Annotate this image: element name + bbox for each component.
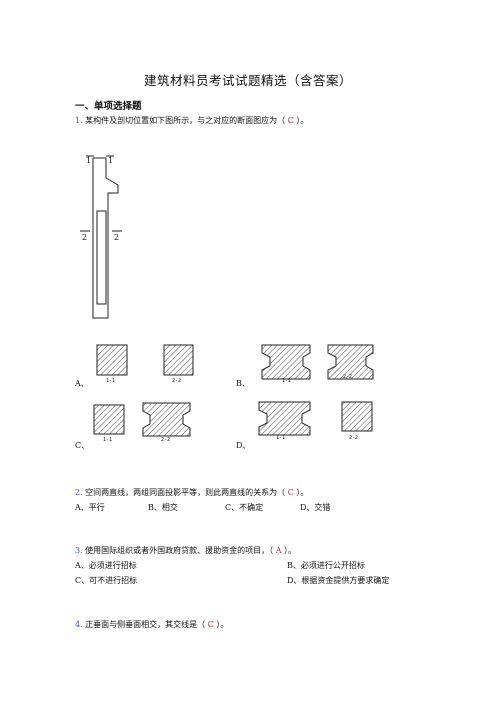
section-tag-c-1: 1-1 [103, 437, 113, 443]
question-number: 4. [75, 620, 83, 629]
option-b-label: B、 [236, 379, 250, 388]
section-tag-c-2: 2-2 [161, 437, 171, 443]
answer-mark: C [287, 488, 294, 497]
q3-option-c: C、可不进行招标 [75, 576, 138, 585]
question-2: 2. 空间两直线，两组同面投影平等，则此两直线的关系为（ C ）。 [75, 487, 308, 498]
cut-label-2-right: 2 [114, 233, 120, 242]
question-text: 某构件及剖切位置如下图所示，与之对应的断面图应为（ [82, 116, 288, 125]
question-4: 4. 正垂面与侧垂面相交，其交线是（ C ）。 [75, 619, 228, 630]
cut-label-1-right: 1 [108, 156, 114, 165]
option-b-figure [261, 344, 374, 380]
answer-mark: C [207, 620, 214, 629]
option-a-figure [96, 344, 194, 376]
cut-label-1-left: 1 [86, 156, 92, 165]
cut-label-2-left: 2 [82, 233, 88, 242]
question-1: 1. 某构件及剖切位置如下图所示，与之对应的断面图应为（ C ）。 [75, 115, 308, 126]
section-tag-b-2: 2-2 [343, 374, 353, 380]
q2-option-c: C、不确定 [225, 503, 264, 512]
option-d-label: D、 [236, 441, 251, 450]
q2-option-d: D、交错 [300, 503, 331, 512]
option-d-figure [258, 401, 373, 436]
section-heading: 一、单项选择题 [75, 101, 142, 112]
section-tag-d-1: 1-1 [276, 435, 286, 441]
question-text: 空间两直线，两组同面投影平等，则此两直线的关系为（ [82, 488, 288, 497]
question-text-end: ）。 [293, 488, 309, 497]
question-text-end: ）。 [213, 620, 229, 629]
section-tag-a-2: 2-2 [172, 378, 182, 384]
question-number: 2. [75, 488, 83, 497]
member-elevation-figure [80, 155, 122, 319]
q3-option-b: B、必须进行公开招标 [287, 561, 365, 570]
option-c-figure [93, 402, 191, 437]
section-tag-b-1: 1-1 [282, 378, 292, 384]
answer-mark: A [275, 546, 282, 555]
page-title: 建筑材料员考试试题精选（含答案） [143, 73, 352, 88]
option-c-label: C、 [75, 441, 90, 450]
q3-option-d: D、根据资金提供方要求确定 [287, 576, 390, 585]
question-number: 3. [75, 546, 83, 555]
q3-option-a: A、必须进行招标 [75, 561, 137, 570]
question-3: 3. 使用国际组织或者外国政府贷款、援助资金的项目，（ A ）。 [75, 545, 296, 556]
option-a-label: A、 [75, 379, 89, 388]
question-text: 使用国际组织或者外国政府贷款、援助资金的项目，（ [82, 546, 276, 555]
question-text-end: ）。 [293, 116, 309, 125]
section-tag-d-2: 2-2 [349, 435, 359, 441]
q2-option-b: B、相交 [148, 503, 178, 512]
q2-option-a: A、平行 [75, 503, 105, 512]
answer-mark: C [287, 116, 294, 125]
question-number: 1. [75, 116, 83, 125]
question-text: 正垂面与侧垂面相交，其交线是（ [82, 620, 208, 629]
question-text-end: ）。 [281, 546, 297, 555]
section-tag-a-1: 1-1 [106, 378, 116, 384]
